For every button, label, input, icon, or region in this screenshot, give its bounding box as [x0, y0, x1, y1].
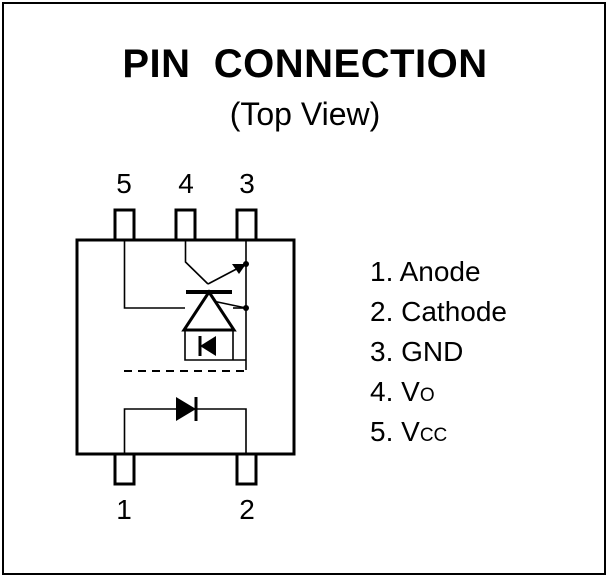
pin-legend: 1. Anode 2. Cathode 3. GND 4. VO 5. VCC [370, 252, 507, 452]
pin-4-lead [174, 208, 197, 242]
pin-number-2: 2 [239, 494, 255, 525]
pin-5-lead [113, 208, 136, 242]
pin-2-lead [235, 452, 258, 486]
diagram-title: PIN CONNECTION [122, 42, 488, 86]
pin-3-lead [235, 208, 258, 242]
pin-number-3: 3 [239, 168, 255, 199]
transistor-arrow [232, 264, 246, 274]
legend-item-vo: 4. VO [370, 376, 435, 407]
amplifier-triangle [181, 289, 237, 332]
pin-1-lead [113, 452, 136, 486]
junction-dot [243, 305, 249, 311]
pin-number-5: 5 [116, 168, 132, 199]
diagram-frame [2, 2, 606, 575]
legend-item-anode: 1. Anode [370, 256, 481, 287]
photodiode-icon [200, 336, 216, 356]
legend-item-cathode: 2. Cathode [370, 296, 508, 327]
diagram-subtitle: (Top View) [229, 96, 381, 132]
led-diode-icon [176, 397, 196, 421]
pin-number-1: 1 [116, 494, 132, 525]
junction-dot [243, 261, 249, 267]
pin-number-4: 4 [178, 168, 194, 199]
legend-item-gnd: 3. GND [370, 336, 464, 367]
legend-item-vcc: 5. VCC [370, 416, 448, 447]
